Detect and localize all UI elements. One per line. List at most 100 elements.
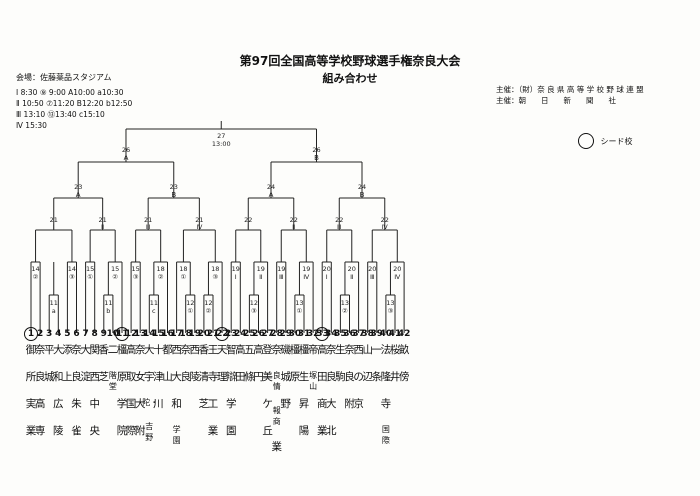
team-number: 9 <box>100 329 107 339</box>
team-name-char: 関 <box>89 344 100 356</box>
team-name-char: 添 <box>62 344 73 356</box>
team-name-char: 城 <box>43 371 55 383</box>
team-name-char: 帝 <box>307 344 319 356</box>
page-subtitle: 組み合わせ <box>322 72 378 85</box>
team-number: 36 <box>343 329 356 339</box>
team-name-char: 山 <box>362 344 373 356</box>
team-name-char: 広 <box>53 398 64 410</box>
team-number: 28 <box>270 329 283 339</box>
team-name-char: 業 <box>25 425 37 437</box>
team-name-char: 美 <box>262 371 273 383</box>
team-number: 13 <box>133 329 147 339</box>
team-name-char: 辺 <box>362 371 373 383</box>
team-name-char: 法 <box>380 344 392 356</box>
round1-number: 11 <box>104 299 112 307</box>
round2-number: 19 <box>257 265 265 273</box>
team-number: 2 <box>36 329 44 339</box>
round1-number: 13 <box>295 299 303 307</box>
team-name-char: 清 <box>198 371 210 383</box>
team-name-char: 登 <box>262 344 273 356</box>
team-name-char: 良 <box>34 371 46 383</box>
page-title: 第97回全国高等学校野球選手権奈良大会 <box>239 54 461 68</box>
team-name-char: 中 <box>89 398 100 410</box>
team-name-char: 良 <box>326 371 337 383</box>
team-name-char: 大 <box>171 371 182 383</box>
team-number: 34 <box>325 329 338 339</box>
seed-legend-label: シード校 <box>600 136 633 146</box>
team-name-char: 園 <box>225 425 237 437</box>
team-name-char: 隆 <box>380 371 392 383</box>
team-name-char: 奈 <box>326 344 337 356</box>
team-name-char: 陵 <box>189 371 201 383</box>
team-name-char: 良 <box>180 371 191 383</box>
team-name-char: 奈 <box>134 344 146 356</box>
team-name-char: 西 <box>89 371 100 383</box>
team-name-char: 北 <box>326 425 337 437</box>
round1-number: 12 <box>204 299 212 307</box>
team-name-char: 和 <box>171 398 182 410</box>
round2-mark: ① <box>87 273 93 281</box>
team-name-char: 淀 <box>80 371 91 383</box>
team-name-char: 寺 <box>207 371 219 383</box>
team-name-char: 業 <box>316 425 328 437</box>
team-name-char: 御 <box>25 344 37 356</box>
team-name-char: 上 <box>62 371 73 383</box>
seed-legend: シード校 <box>578 133 633 149</box>
round2-mark: Ⅲ <box>370 273 374 281</box>
team-name-char: 理 <box>216 371 228 383</box>
team-name-char: 女 <box>134 371 146 383</box>
team-name-char: 野 <box>280 398 292 410</box>
team-name-char: 雀 <box>71 425 82 437</box>
round1-number: 11 <box>50 299 58 307</box>
team-name-char: 大 <box>144 344 155 356</box>
team-number: 14 <box>143 329 156 339</box>
seed-circle-icon <box>578 133 594 149</box>
round2-mark: ③ <box>212 273 218 281</box>
round2-number: 19 <box>232 265 240 273</box>
team-name-char: 大 <box>134 398 146 410</box>
team-name-char: 業 <box>207 425 219 437</box>
team-name-char: 五 <box>244 344 255 356</box>
team-number: 4 <box>55 329 62 339</box>
team-name-char: 智 <box>225 344 237 356</box>
team-name-char: 学 <box>116 398 128 410</box>
team-name-char: 高 <box>235 344 246 356</box>
round2-number: 15 <box>132 265 140 273</box>
team-name-char: 附 <box>344 398 355 410</box>
team-name-char: 天 <box>216 344 228 356</box>
round1-mark: ① <box>187 307 193 315</box>
round1-number: 11 <box>150 299 158 307</box>
round2-mark: ② <box>158 273 164 281</box>
team-name-char: 際 <box>125 425 137 437</box>
round1-number: 12 <box>250 299 258 307</box>
team-name-char: の <box>353 371 364 383</box>
team-name-char: 奈 <box>180 344 191 356</box>
team-name-char: 平 <box>43 344 55 356</box>
round1-mark: a <box>52 307 56 315</box>
team-number: 27 <box>261 329 274 339</box>
round2-mark: Ⅰ <box>235 273 237 281</box>
team-name-char: 奈 <box>71 344 82 356</box>
team-name-char: 昇 <box>298 398 310 410</box>
team-name-char: 良情 <box>272 371 281 391</box>
team-name-char: 山 <box>162 371 173 383</box>
final-time: 13:00 <box>212 140 231 148</box>
team-name-char: 京 <box>353 398 364 410</box>
team-number: 26 <box>252 329 265 339</box>
